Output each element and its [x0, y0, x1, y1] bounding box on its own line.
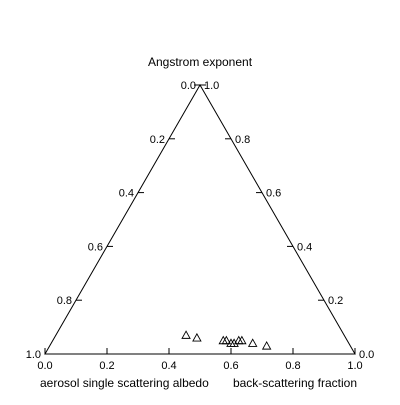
right-tick-label: 0.6 — [266, 188, 281, 200]
triangle-outline — [44, 83, 356, 355]
data-point — [221, 335, 232, 345]
left-tick-label: 0.6 — [88, 241, 103, 253]
right-tick-label: 0.4 — [297, 241, 312, 253]
bottom-tick-label: 1.0 — [347, 360, 362, 372]
bottom-tick-label: 0.2 — [99, 360, 114, 372]
top-axis-label: Angstrom exponent — [148, 55, 253, 69]
data-point — [229, 338, 239, 347]
left-tick-label: 0.2 — [150, 134, 165, 146]
left-tick-label: 0.4 — [119, 188, 134, 200]
data-point — [261, 341, 272, 350]
left-tick-label: 1.0 — [26, 349, 41, 361]
data-point — [237, 335, 247, 345]
right-tick-label: 0.8 — [235, 134, 250, 146]
bottom-tick-label: 0.0 — [37, 360, 52, 372]
right-tick-label: 1.0 — [204, 80, 219, 92]
left-tick-label: 0.0 — [181, 80, 196, 92]
bottom-tick-label: 0.4 — [161, 360, 176, 372]
right-axis-label: back-scattering fraction — [233, 376, 357, 390]
data-point — [181, 330, 191, 339]
left-axis-label: aerosol single scattering albedo — [40, 376, 209, 390]
data-point — [192, 332, 202, 342]
data-point — [247, 338, 258, 347]
bottom-tick-label: 0.8 — [285, 360, 300, 372]
right-tick-label: 0.0 — [359, 349, 374, 361]
right-tick-label: 0.2 — [328, 295, 343, 307]
left-tick-label: 0.8 — [57, 295, 72, 307]
bottom-tick-label: 0.6 — [223, 360, 238, 372]
